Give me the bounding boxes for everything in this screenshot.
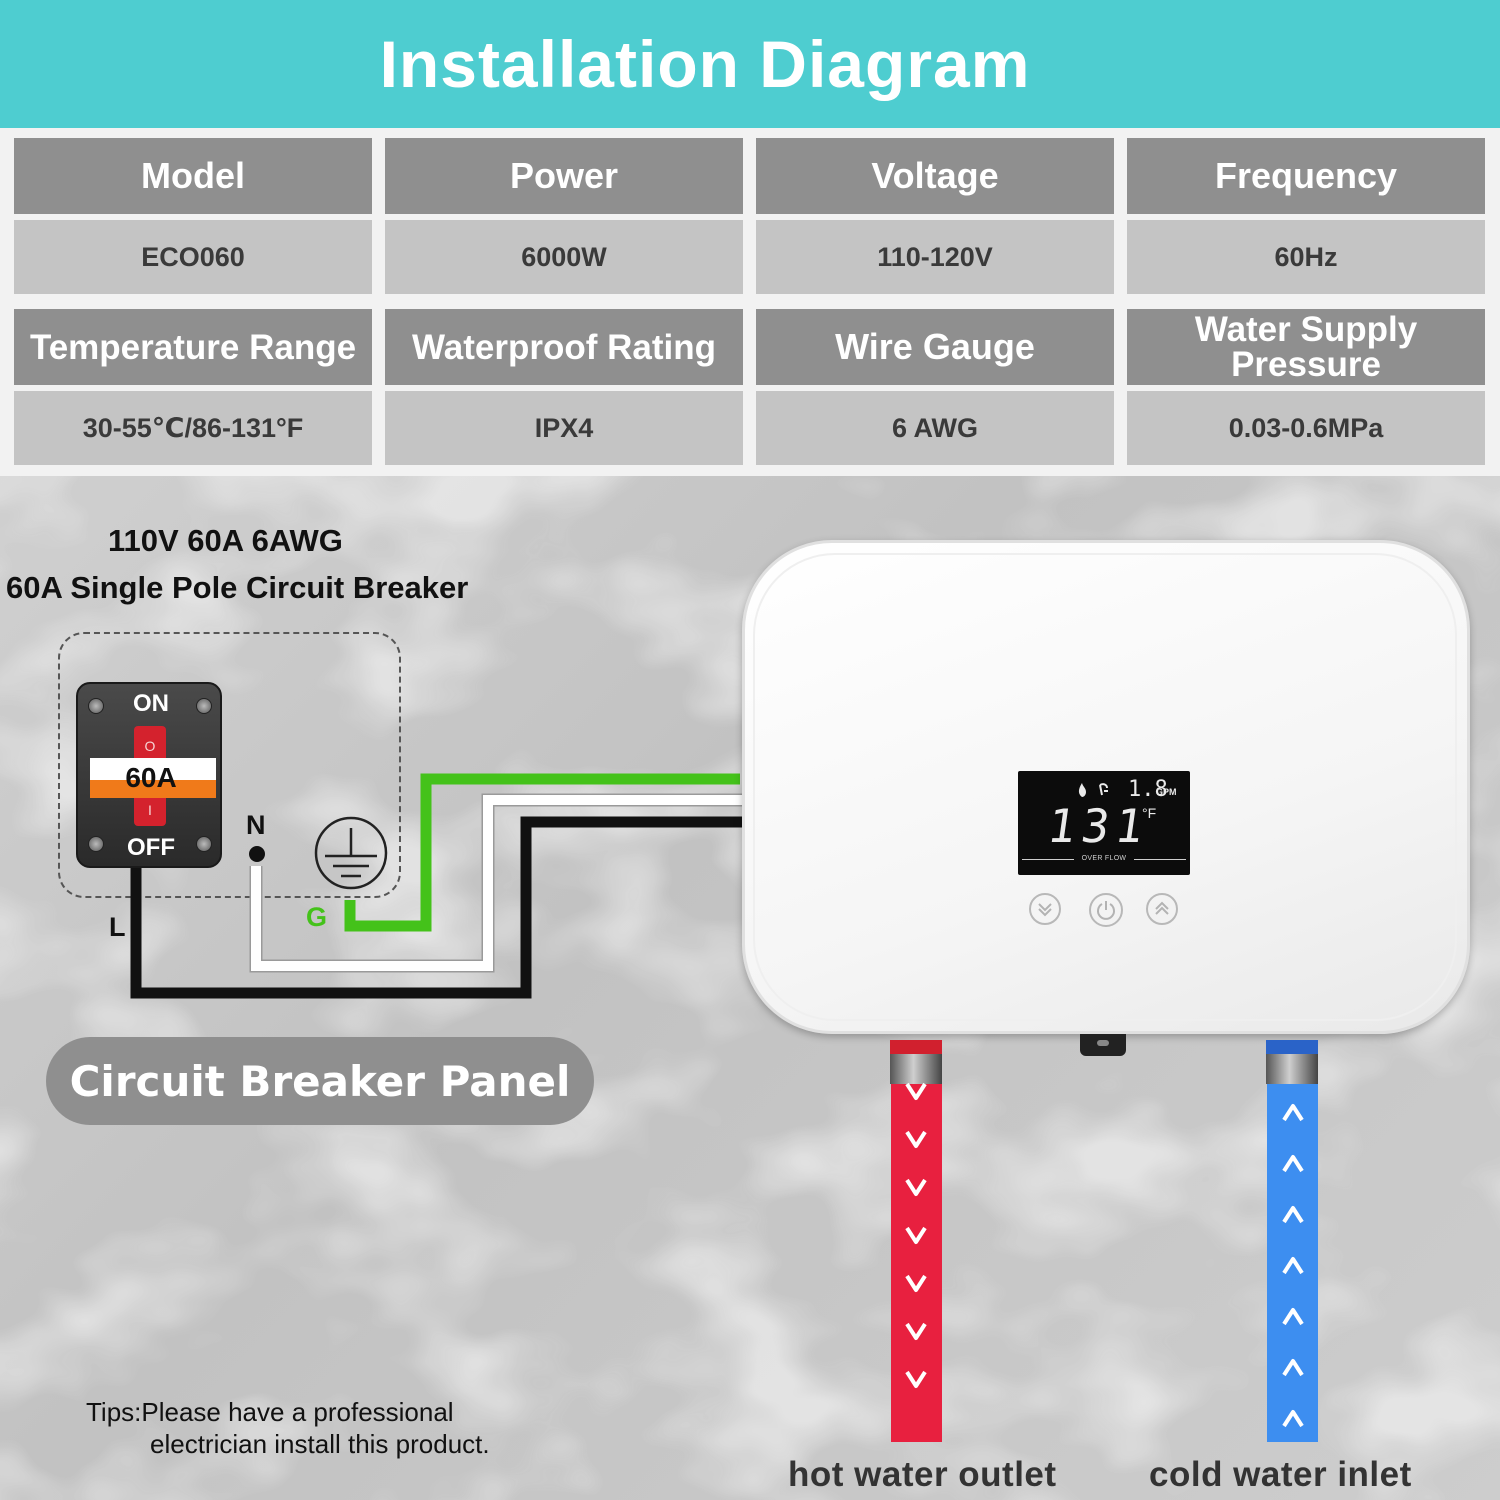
spec-value-temperature-range: 30-55℃/86-131°F [14,391,372,465]
breaker-type-heading: 60A Single Pole Circuit Breaker [6,570,469,605]
circuit-breaker-panel-label: Circuit Breaker Panel [46,1037,594,1125]
switch-off-mark: I [148,802,152,818]
spec-table: Model Power Voltage Frequency ECO060 600… [0,128,1500,476]
ground-wire [344,773,740,932]
heater-face-bevel [753,553,1457,1021]
hot-pipe-nut [890,1054,942,1084]
cold-flow-arrow-icon [1282,1206,1304,1224]
screw-icon [88,698,104,714]
spec-header-model: Model [14,138,372,214]
chevron-down-icon [1038,903,1052,917]
spec-header-wire-gauge: Wire Gauge [756,309,1114,385]
power-button[interactable] [1089,893,1123,927]
breaker-off-label: OFF [127,834,175,861]
tip-line-2: electrician install this product. [150,1429,490,1459]
neutral-label: N [246,810,266,840]
ground-symbol-icon [314,816,388,890]
circuit-breaker: ON O I 60A OFF [76,682,222,868]
cold-pipe-nut [1266,1054,1318,1084]
breaker-on-label: ON [133,690,169,717]
cold-flow-arrows [1282,1104,1304,1428]
cold-flow-arrow-icon [1282,1257,1304,1275]
line-wire [130,816,756,999]
spec-header-voltage: Voltage [756,138,1114,214]
breaker-rating: 60A [125,762,177,793]
spec-header-water-supply-pressure: Water Supply Pressure [1127,309,1485,385]
flame-icon [1078,783,1108,797]
hot-flow-arrows [905,1082,927,1388]
neutral-terminal [249,846,265,862]
spec-header-power: Power [385,138,743,214]
display-divider [1022,859,1074,860]
spec-value-water-supply-pressure: 0.03-0.6MPa [1127,391,1485,465]
breaker-band-white [90,758,216,780]
cold-pipe-fitting [1266,1040,1318,1054]
page-title: Installation Diagram [379,27,1031,101]
heater-display: 1.8 GPM 131 °F OVER FLOW [1018,771,1190,875]
flow-unit: GPM [1156,787,1177,797]
hot-water-outlet-label: hot water outlet [788,1455,1057,1494]
hot-flow-arrow-icon [905,1178,927,1196]
hot-flow-arrow-icon [905,1274,927,1292]
hot-flow-arrow-icon [905,1370,927,1388]
spec-header-waterproof-rating: Waterproof Rating [385,309,743,385]
spec-value-waterproof-rating: IPX4 [385,391,743,465]
cold-flow-arrow-icon [1282,1359,1304,1377]
hot-flow-arrow-icon [905,1082,927,1100]
header-bar: Installation Diagram [0,0,1500,128]
temperature-unit: °F [1142,805,1157,821]
temperature-down-button[interactable] [1029,893,1061,925]
breaker-spec-heading: 110V 60A 6AWG [108,523,343,558]
overflow-indicator: OVER FLOW [1081,855,1127,862]
breaker-panel-outline [58,632,401,898]
screw-icon [196,836,212,852]
display-divider [1134,859,1186,860]
cold-water-inlet-label: cold water inlet [1149,1455,1412,1494]
ground-label: G [306,902,328,932]
cold-flow-arrow-icon [1282,1308,1304,1326]
cold-flow-arrow-icon [1282,1104,1304,1122]
spec-value-power: 6000W [385,220,743,294]
spec-header-temperature-range: Temperature Range [14,309,372,385]
hot-pipe-fitting [890,1040,942,1054]
mounting-bracket [1080,1034,1126,1056]
power-icon [1097,901,1115,920]
temperature-up-button[interactable] [1146,893,1178,925]
line-label: L [109,912,126,942]
tip-line-1: Tips:Please have a professional [86,1397,454,1427]
hot-water-pipe [891,1084,942,1442]
spec-value-frequency: 60Hz [1127,220,1485,294]
spec-value-voltage: 110-120V [756,220,1114,294]
screw-icon [196,698,212,714]
switch-on-mark: O [144,738,156,754]
hot-flow-arrow-icon [905,1130,927,1148]
flow-rate-readout: 1.8 [1128,777,1168,802]
spec-header-frequency: Frequency [1127,138,1485,214]
installation-tip: Tips:Please have a professional electric… [86,1396,490,1460]
cold-flow-arrow-icon [1282,1410,1304,1428]
spec-value-wire-gauge: 6 AWG [756,391,1114,465]
breaker-band-orange [90,780,216,798]
spec-value-model: ECO060 [14,220,372,294]
hot-flow-arrow-icon [905,1226,927,1244]
cold-flow-arrow-icon [1282,1155,1304,1173]
hot-flow-arrow-icon [905,1322,927,1340]
chevron-up-icon [1155,901,1169,915]
neutral-wire [251,795,748,971]
screw-icon [88,836,104,852]
